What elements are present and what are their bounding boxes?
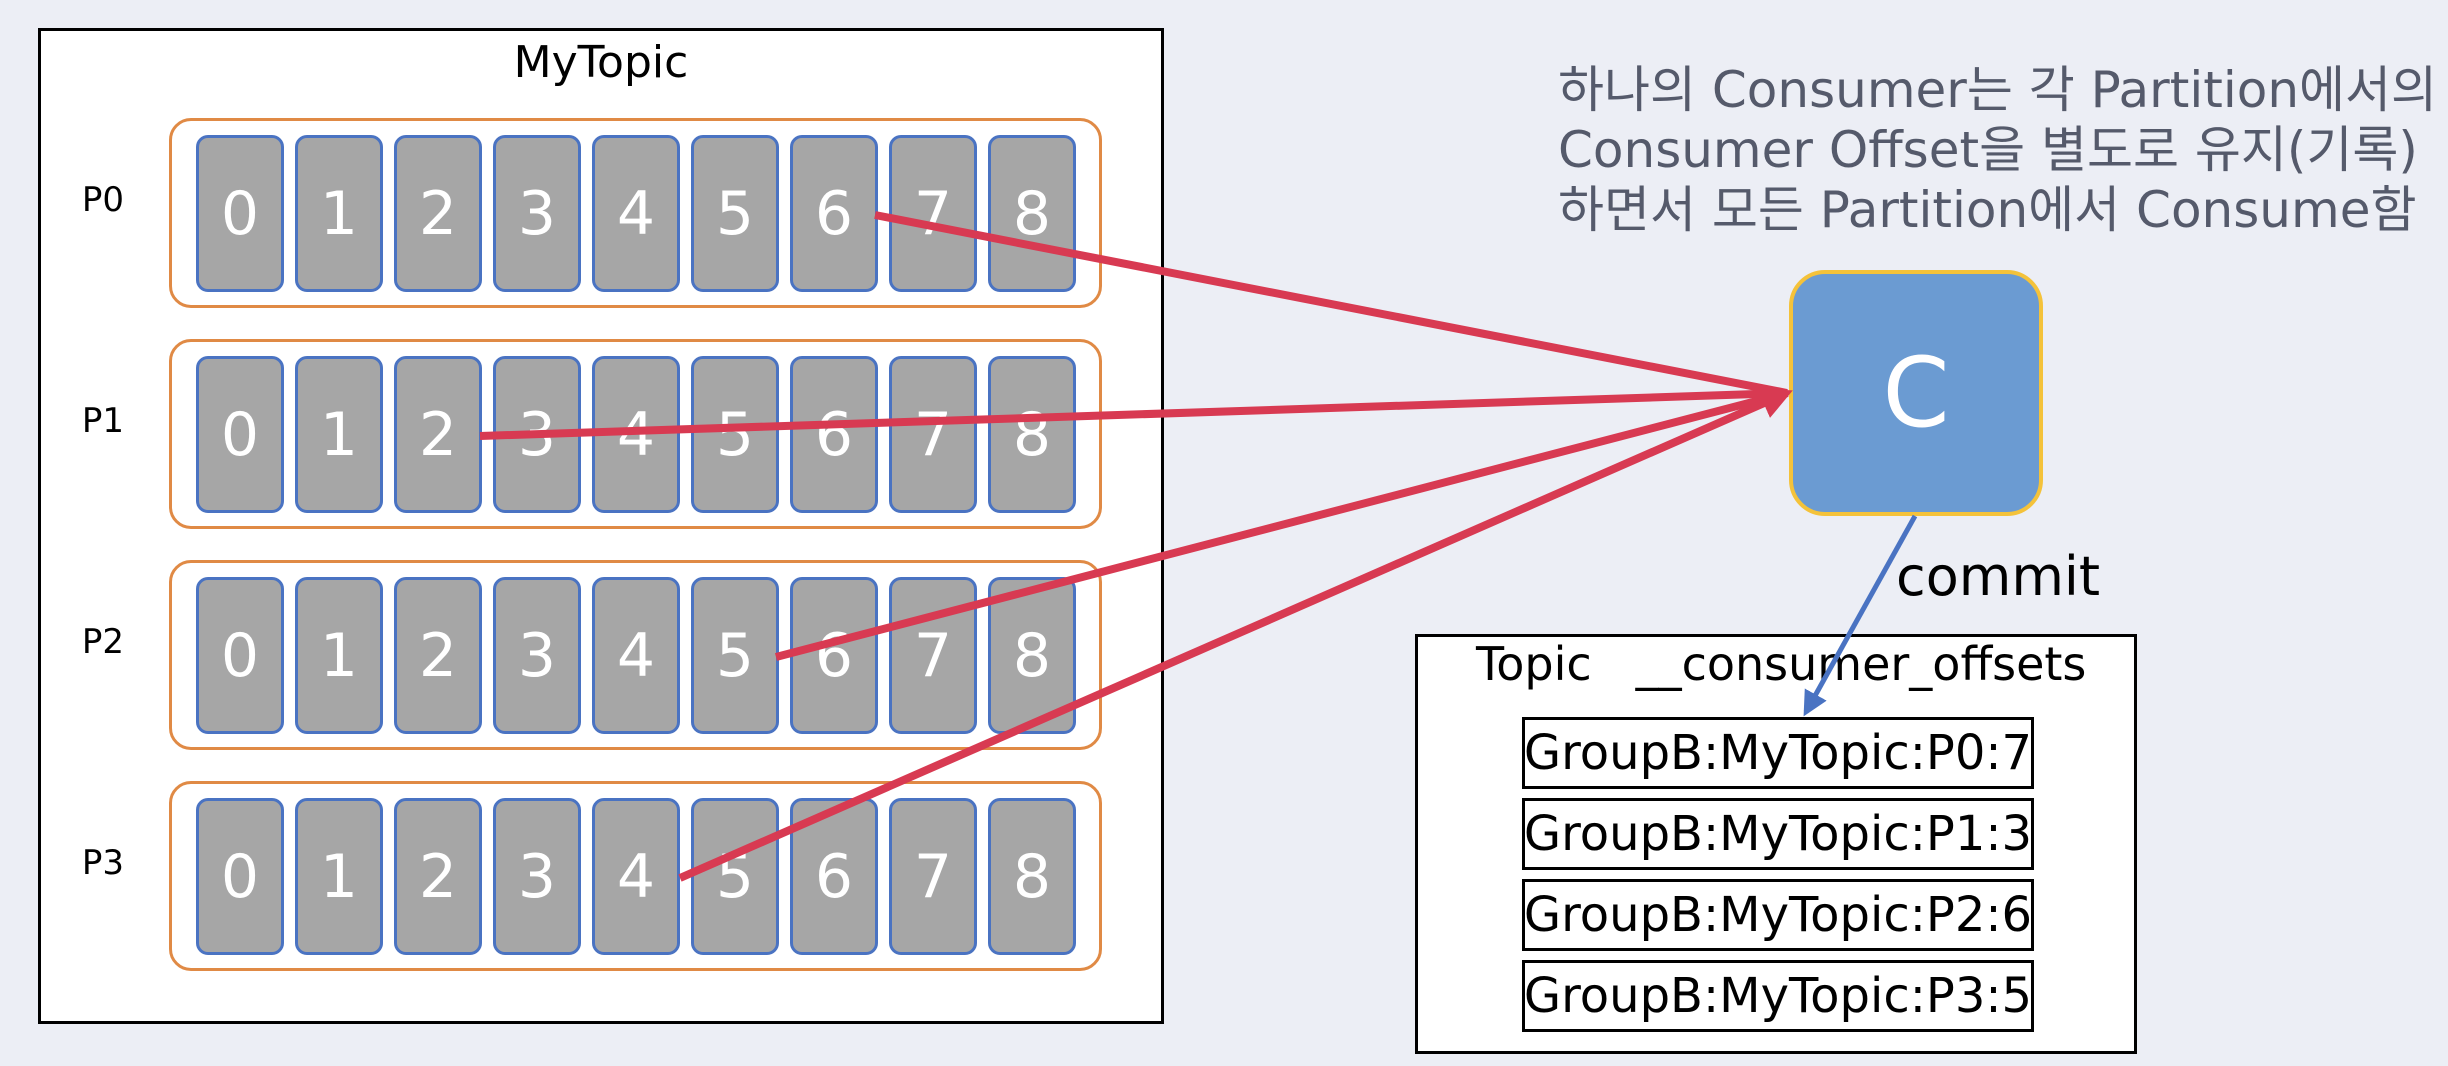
offset-cell: 2 — [394, 135, 482, 292]
offset-cell: 8 — [988, 356, 1076, 513]
partition-p0: 0 1 2 3 4 5 6 7 8 — [169, 118, 1102, 308]
commit-label: commit — [1896, 545, 2101, 608]
offset-cell: 6 — [790, 356, 878, 513]
offset-cell: 6 — [790, 135, 878, 292]
offset-cell: 0 — [196, 356, 284, 513]
offset-cell: 3 — [493, 135, 581, 292]
offset-cell: 7 — [889, 356, 977, 513]
offset-cell: 0 — [196, 135, 284, 292]
offset-entry: GroupB:MyTopic:P1:3 — [1522, 798, 2034, 870]
offset-cell: 2 — [394, 798, 482, 955]
offset-cell: 7 — [889, 798, 977, 955]
partition-label-p0: P0 — [81, 180, 125, 220]
partition-p3: 0 1 2 3 4 5 6 7 8 — [169, 781, 1102, 971]
offset-cell: 5 — [691, 356, 779, 513]
offset-cell: 4 — [592, 798, 680, 955]
offset-cell: 1 — [295, 798, 383, 955]
offset-cell: 6 — [790, 798, 878, 955]
description-text: 하나의 Consumer는 각 Partition에서의 Consumer Of… — [1558, 61, 2438, 239]
offset-cell: 1 — [295, 135, 383, 292]
partition-label-p1: P1 — [81, 401, 125, 441]
offset-cell: 4 — [592, 577, 680, 734]
offset-cell: 2 — [394, 577, 482, 734]
offset-cell: 3 — [493, 356, 581, 513]
offset-cell: 0 — [196, 577, 284, 734]
offset-cell: 1 — [295, 356, 383, 513]
offset-entry: GroupB:MyTopic:P0:7 — [1522, 717, 2034, 789]
offset-cell: 8 — [988, 798, 1076, 955]
topic-title: MyTopic — [513, 37, 689, 88]
offset-cell: 6 — [790, 577, 878, 734]
offset-cell: 4 — [592, 356, 680, 513]
offset-entry: GroupB:MyTopic:P3:5 — [1522, 960, 2034, 1032]
offset-cell: 4 — [592, 135, 680, 292]
offset-cell: 5 — [691, 577, 779, 734]
offset-entry: GroupB:MyTopic:P2:6 — [1522, 879, 2034, 951]
offset-cell: 3 — [493, 577, 581, 734]
offset-cell: 1 — [295, 577, 383, 734]
partition-label-p3: P3 — [81, 843, 125, 883]
offset-cell: 7 — [889, 577, 977, 734]
offset-cell: 3 — [493, 798, 581, 955]
partition-p1: 0 1 2 3 4 5 6 7 8 — [169, 339, 1102, 529]
consumer-node: C — [1789, 270, 2043, 516]
offset-cell: 5 — [691, 798, 779, 955]
offset-cell: 7 — [889, 135, 977, 292]
offset-cell: 8 — [988, 577, 1076, 734]
consumer-offsets-topic-title: Topic __consumer_offsets — [1476, 637, 2087, 691]
offset-cell: 5 — [691, 135, 779, 292]
offset-cell: 0 — [196, 798, 284, 955]
partition-p2: 0 1 2 3 4 5 6 7 8 — [169, 560, 1102, 750]
consumer-offsets-topic-box: Topic __consumer_offsets GroupB:MyTopic:… — [1415, 634, 2137, 1054]
offset-cell: 2 — [394, 356, 482, 513]
offset-cell: 8 — [988, 135, 1076, 292]
partition-label-p2: P2 — [81, 622, 125, 662]
